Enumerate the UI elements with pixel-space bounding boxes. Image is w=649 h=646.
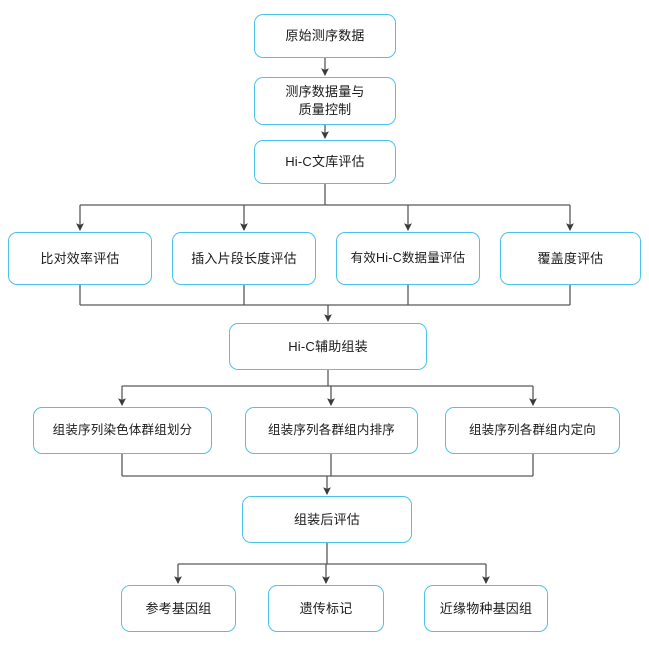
node-post-assembly-evaluation[interactable]: 组装后评估 — [242, 496, 412, 543]
node-genetic-markers[interactable]: 遗传标记 — [268, 585, 384, 632]
node-coverage-assessment[interactable]: 覆盖度评估 — [500, 232, 641, 285]
edge-group-split-resources — [174, 543, 490, 585]
node-insert-size-assessment[interactable]: 插入片段长度评估 — [172, 232, 316, 285]
node-data-volume-quality-control[interactable]: 测序数据量与 质量控制 — [254, 77, 396, 125]
node-hic-assisted-assembly[interactable]: Hi-C辅助组装 — [229, 323, 427, 370]
node-hic-library-assessment[interactable]: Hi-C文库评估 — [254, 140, 396, 184]
node-intra-group-orientation[interactable]: 组装序列各群组内定向 — [445, 407, 620, 454]
edge-group-split-qc — [76, 184, 574, 232]
node-raw-sequencing-data[interactable]: 原始测序数据 — [254, 14, 396, 58]
node-intra-group-ordering[interactable]: 组装序列各群组内排序 — [245, 407, 418, 454]
node-reference-genome[interactable]: 参考基因组 — [121, 585, 236, 632]
edge-group-merge-assembly — [121, 454, 534, 496]
node-alignment-rate-assessment[interactable]: 比对效率评估 — [8, 232, 152, 285]
node-related-species-genome[interactable]: 近缘物种基因组 — [424, 585, 548, 632]
edge-group-split-assembly — [118, 370, 537, 407]
edge-group-merge-qc — [79, 285, 571, 323]
node-chromosome-clustering[interactable]: 组装序列染色体群组划分 — [33, 407, 212, 454]
node-valid-hic-data-assessment[interactable]: 有效Hi-C数据量评估 — [336, 232, 480, 285]
